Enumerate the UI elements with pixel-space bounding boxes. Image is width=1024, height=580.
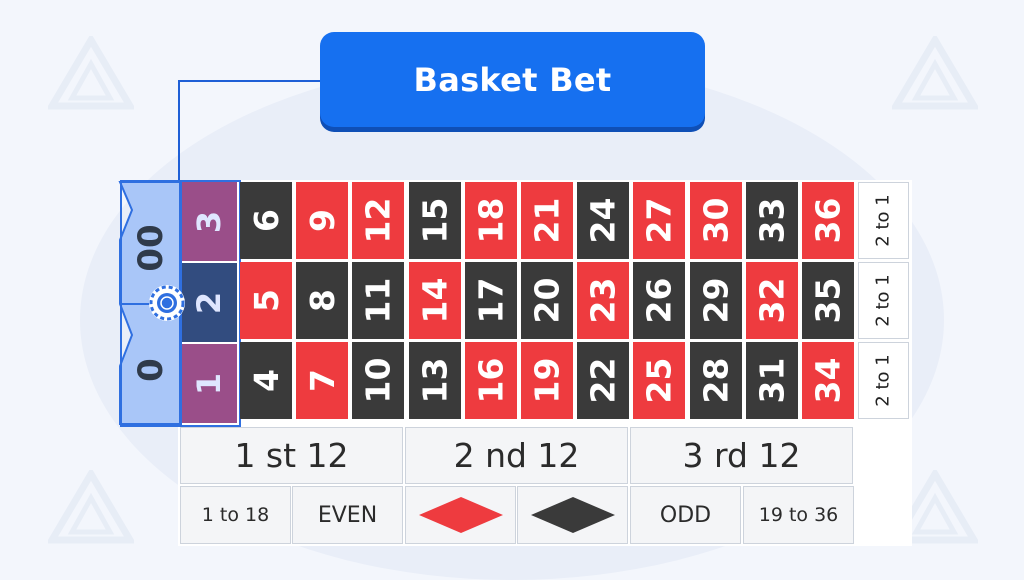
low-bet[interactable]: 1 to 18 xyxy=(180,486,291,544)
number-cell[interactable]: 3 xyxy=(182,182,237,261)
odd-bet[interactable]: ODD xyxy=(630,486,741,544)
number-cell[interactable]: 33 xyxy=(745,182,798,259)
dozen-bet-second[interactable]: 2 nd 12 xyxy=(405,427,628,484)
chip-icon[interactable] xyxy=(148,284,186,322)
number-cell[interactable]: 5 xyxy=(240,262,292,339)
number-cell[interactable]: 28 xyxy=(689,342,742,419)
number-cell[interactable]: 23 xyxy=(577,262,630,339)
column-bet-bottom[interactable]: 2 to 1 xyxy=(858,342,909,419)
number-cell[interactable]: 6 xyxy=(240,182,292,259)
number-cell[interactable]: 2 xyxy=(182,263,237,342)
dozen-bet-third[interactable]: 3 rd 12 xyxy=(630,427,853,484)
number-cell[interactable]: 27 xyxy=(633,182,686,259)
number-cell[interactable]: 9 xyxy=(296,182,349,259)
number-cell[interactable]: 20 xyxy=(521,262,573,339)
callout-connector xyxy=(178,80,320,82)
number-cell[interactable]: 13 xyxy=(408,342,461,419)
basket-selection: 3 2 1 xyxy=(182,182,239,425)
number-cell[interactable]: 36 xyxy=(802,182,854,259)
number-cell[interactable]: 21 xyxy=(521,182,573,259)
number-cell[interactable]: 15 xyxy=(408,182,461,259)
watermark-logo-icon xyxy=(48,470,134,544)
watermark-logo-icon xyxy=(892,36,978,110)
number-cell[interactable]: 26 xyxy=(633,262,686,339)
number-cell[interactable]: 24 xyxy=(577,182,630,259)
number-cell[interactable]: 31 xyxy=(745,342,798,419)
title-banner: Basket Bet xyxy=(320,32,705,127)
title-text: Basket Bet xyxy=(413,60,612,99)
number-cell[interactable]: 4 xyxy=(240,342,292,419)
zero-label[interactable]: 0 xyxy=(131,358,171,382)
high-bet[interactable]: 19 to 36 xyxy=(743,486,854,544)
callout-connector xyxy=(178,80,180,182)
number-cell[interactable]: 1 xyxy=(182,344,237,423)
red-diamond-icon xyxy=(418,497,503,533)
number-cell[interactable]: 12 xyxy=(352,182,405,259)
number-cell[interactable]: 11 xyxy=(352,262,405,339)
number-cell[interactable]: 14 xyxy=(408,262,461,339)
column-bet-middle[interactable]: 2 to 1 xyxy=(858,262,909,339)
black-bet[interactable] xyxy=(517,486,628,544)
number-cell[interactable]: 32 xyxy=(745,262,798,339)
number-cell[interactable]: 19 xyxy=(521,342,573,419)
number-cell[interactable]: 10 xyxy=(352,342,405,419)
number-cell[interactable]: 18 xyxy=(464,182,517,259)
number-cell[interactable]: 29 xyxy=(689,262,742,339)
number-cell[interactable]: 16 xyxy=(464,342,517,419)
column-bet-top[interactable]: 2 to 1 xyxy=(858,182,909,259)
red-bet[interactable] xyxy=(405,486,516,544)
number-cell[interactable]: 7 xyxy=(296,342,349,419)
number-cell[interactable]: 34 xyxy=(802,342,854,419)
number-cell[interactable]: 30 xyxy=(689,182,742,259)
dozen-bet-first[interactable]: 1 st 12 xyxy=(180,427,403,484)
watermark-logo-icon xyxy=(892,470,978,544)
number-cell[interactable]: 22 xyxy=(577,342,630,419)
number-cell[interactable]: 8 xyxy=(296,262,349,339)
number-cell[interactable]: 35 xyxy=(802,262,854,339)
number-cell[interactable]: 17 xyxy=(464,262,517,339)
even-bet[interactable]: EVEN xyxy=(292,486,403,544)
number-cell[interactable]: 25 xyxy=(633,342,686,419)
black-diamond-icon xyxy=(530,497,615,533)
watermark-logo-icon xyxy=(48,36,134,110)
double-zero-label[interactable]: 00 xyxy=(131,224,171,272)
